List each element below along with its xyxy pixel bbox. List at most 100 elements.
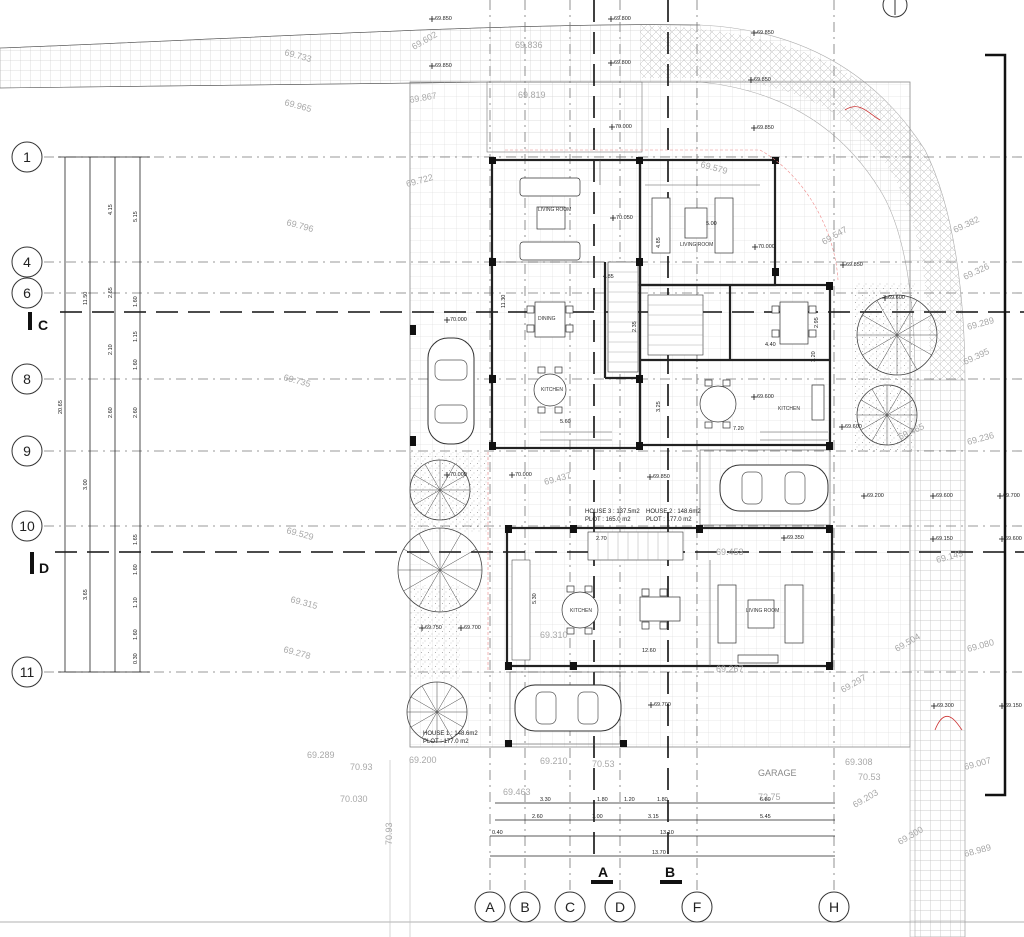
tree-1	[409, 459, 471, 521]
spot-level-9: 70.050	[610, 215, 633, 221]
spot-level-value-25: 69.150	[936, 536, 953, 542]
dim-left-c4-3: 1.60	[133, 359, 139, 370]
ghost-level-33: 70.53	[858, 772, 881, 782]
grid-label-col-c: C	[565, 899, 575, 915]
grid-label-row-8: 8	[23, 371, 31, 387]
h1-living-label: LIVING ROOM	[746, 608, 779, 614]
ghost-level-38: 69.007	[963, 755, 992, 772]
spot-level-value-7: 70.000	[615, 124, 632, 130]
structural-columns	[410, 157, 833, 747]
dim-inner-2: 4.85	[603, 274, 614, 280]
spot-level-25: 69.150	[930, 536, 953, 542]
house-3-furniture	[519, 177, 581, 414]
grid-bubble-col-h: H	[818, 891, 850, 923]
house-2-area: HOUSE 2 : 148.6m2	[646, 509, 701, 515]
spot-level-value-4: 69.850	[435, 63, 452, 69]
tree-2	[397, 527, 483, 613]
spot-level-value-14: 70.000	[515, 472, 532, 478]
tree-5	[856, 384, 918, 446]
ghost-level-27: 70.93	[350, 762, 373, 772]
spot-level-6: 69.850	[748, 77, 771, 83]
dim-inner-5: 3.25	[656, 401, 662, 412]
spot-level-2: 69.800	[608, 16, 631, 22]
spot-level-19: 69.200	[861, 493, 884, 499]
spot-level-26: 69.600	[999, 536, 1022, 542]
dim-inner-9: 4.40	[765, 342, 776, 348]
car-house-3	[427, 337, 475, 445]
spot-level-value-8: 69.850	[757, 125, 774, 131]
section-c-label: C	[38, 317, 48, 333]
ghost-level-21: 69.453	[716, 547, 744, 557]
grid-label-col-f: F	[693, 899, 702, 915]
spot-level-8: 69.850	[751, 125, 774, 131]
dim-bottom-r2-1: 1.00	[592, 814, 603, 820]
spot-level-value-28: 69.150	[1005, 703, 1022, 709]
dim-bottom-r2-0: 2.60	[532, 814, 543, 820]
ghost-level-40: 68.989	[963, 842, 992, 859]
grid-label-row-10: 10	[19, 518, 35, 534]
house-2-plot: PLOT : 177.0 m2	[646, 517, 692, 523]
section-marker-c: C	[28, 312, 48, 333]
ghost-level-32: 69.308	[845, 757, 873, 767]
spot-level-value-27: 69.300	[937, 703, 954, 709]
dim-inner-12: 12.60	[642, 648, 656, 654]
dim-inner-4: 4.85	[656, 237, 662, 248]
spot-level-value-24: 69.350	[787, 535, 804, 541]
section-d-label: D	[39, 560, 49, 576]
grid-bubble-col-a: A	[474, 891, 506, 923]
spot-level-18: 69.600	[839, 424, 862, 430]
dim-left-c2-2: 3.65	[83, 589, 89, 600]
spot-level-5: 69.800	[608, 60, 631, 66]
spot-level-21: 69.700	[997, 493, 1020, 499]
dim-left-c4-4: 2.60	[133, 407, 139, 418]
grid-bubble-row-10: 10	[11, 510, 43, 542]
grid-bubble-row-8: 8	[11, 363, 43, 395]
car-house-1	[514, 684, 622, 732]
spot-level-value-13: 70.000	[450, 317, 467, 323]
spot-level-value-16: 70.000	[450, 472, 467, 478]
spot-level-value-29: 69.700	[654, 702, 671, 708]
h1-kitchen-label: KITCHEN	[570, 608, 592, 614]
ghost-level-42: 69.395	[962, 346, 991, 367]
spot-level-value-20: 69.600	[936, 493, 953, 499]
spot-level-value-22: 69.750	[425, 625, 442, 631]
spot-level-16: 70.000	[444, 472, 467, 478]
spot-level-27: 69.300	[931, 703, 954, 709]
ghost-level-34: 69.463	[503, 787, 531, 797]
spot-level-12: 69.600	[882, 295, 905, 301]
spot-level-23: 69.700	[458, 625, 481, 631]
ghost-level-22: 69.310	[540, 630, 568, 640]
trees	[397, 294, 938, 743]
grid-label-row-6: 6	[23, 285, 31, 301]
dim-inner-13: 2.70	[596, 536, 607, 542]
dim-left-c4-9: 0.30	[133, 653, 139, 664]
house-1-plot: PLOT : 177.0 m2	[423, 739, 469, 745]
spot-level-3: 69.850	[751, 30, 774, 36]
grid-label-col-a: A	[485, 899, 495, 915]
grid-bubble-col-d: D	[604, 891, 636, 923]
spot-level-value-2: 69.800	[614, 16, 631, 22]
dim-left-c3-1: 2.65	[108, 287, 114, 298]
ghost-level-3: 69.836	[515, 40, 543, 50]
dim-bottom-r1-2: 1.20	[624, 797, 635, 803]
dim-inner-1: 5.60	[560, 419, 571, 425]
section-a-label: A	[598, 864, 608, 880]
dim-inner-11: 5.30	[532, 593, 538, 604]
ghost-level-17: 69.236	[966, 430, 995, 447]
garage-label: GARAGE	[758, 768, 797, 778]
dim-bottom-r1-4: 6.80	[760, 797, 771, 803]
dim-left-c4-1: 1.60	[133, 296, 139, 307]
house-3-area: HOUSE 3 : 137.5m2	[585, 509, 640, 515]
ghost-level-20: 69.278	[282, 644, 311, 661]
dim-inner-6: 7.20	[733, 426, 744, 432]
ghost-level-4: 69.965	[283, 97, 312, 114]
house-1-furniture	[561, 584, 804, 664]
spot-level-7: 70.000	[609, 124, 632, 130]
ghost-level-14: 69.735	[282, 372, 311, 389]
house-2-walls	[638, 158, 832, 447]
dim-bottom-r1-3: 1.80	[657, 797, 668, 803]
dimension-labels: 20.6511.503.003.654.152.652.102.605.151.…	[58, 204, 820, 856]
spot-level-13: 70.000	[444, 317, 467, 323]
grid-bubble-row-1: 1	[11, 141, 43, 173]
ghost-level-8: 69.796	[285, 217, 314, 234]
